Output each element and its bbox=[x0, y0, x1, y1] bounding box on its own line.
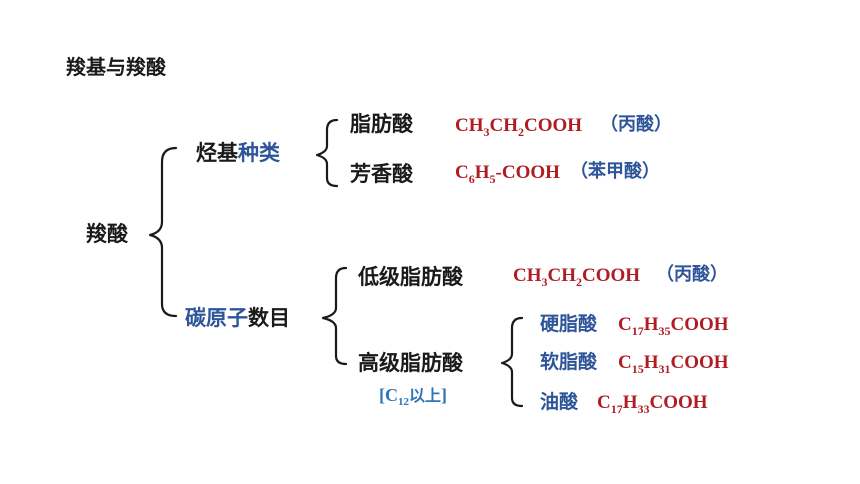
branch1-part-a: 烃基 bbox=[196, 141, 238, 165]
branch2-part-b: 数目 bbox=[248, 306, 290, 330]
aliphatic-note: （丙酸） bbox=[600, 114, 672, 135]
page-title: 羧基与羧酸 bbox=[66, 55, 166, 79]
oleic-acid-label: 油酸 bbox=[540, 391, 579, 413]
aromatic-note: （苯甲酸） bbox=[570, 161, 660, 182]
higher-condition: [C12以上] bbox=[379, 385, 448, 408]
aromatic-acid-label: 芳香酸 bbox=[350, 162, 413, 186]
lower-formula: CH3CH2COOH bbox=[513, 265, 641, 289]
palmitic-formula: C15H31COOH bbox=[618, 352, 729, 376]
higher-fatty-acid-label: 高级脂肪酸 bbox=[358, 351, 463, 375]
lower-fatty-acid-label: 低级脂肪酸 bbox=[358, 265, 463, 289]
lower-note: （丙酸） bbox=[656, 264, 728, 285]
stearic-acid-label: 硬脂酸 bbox=[540, 313, 598, 335]
branch-hydrocarbon-type: 烃基种类 bbox=[196, 143, 280, 164]
aliphatic-acid-label: 脂肪酸 bbox=[350, 112, 413, 136]
type-brace bbox=[315, 118, 339, 188]
oleic-formula: C17H33COOH bbox=[597, 392, 708, 416]
palmitic-acid-label: 软脂酸 bbox=[540, 351, 598, 373]
root-label: 羧酸 bbox=[86, 222, 128, 246]
branch-carbon-count: 碳原子数目 bbox=[185, 308, 290, 329]
carbon-brace bbox=[321, 266, 348, 366]
branch1-part-b: 种类 bbox=[238, 141, 280, 165]
stearic-formula: C17H35COOH bbox=[618, 314, 729, 338]
branch2-part-a: 碳原子 bbox=[185, 306, 248, 330]
higher-brace bbox=[500, 316, 524, 408]
aliphatic-formula: CH3CH2COOH bbox=[455, 115, 583, 139]
aromatic-formula: C6H5-COOH bbox=[455, 162, 560, 186]
root-brace bbox=[148, 146, 178, 318]
